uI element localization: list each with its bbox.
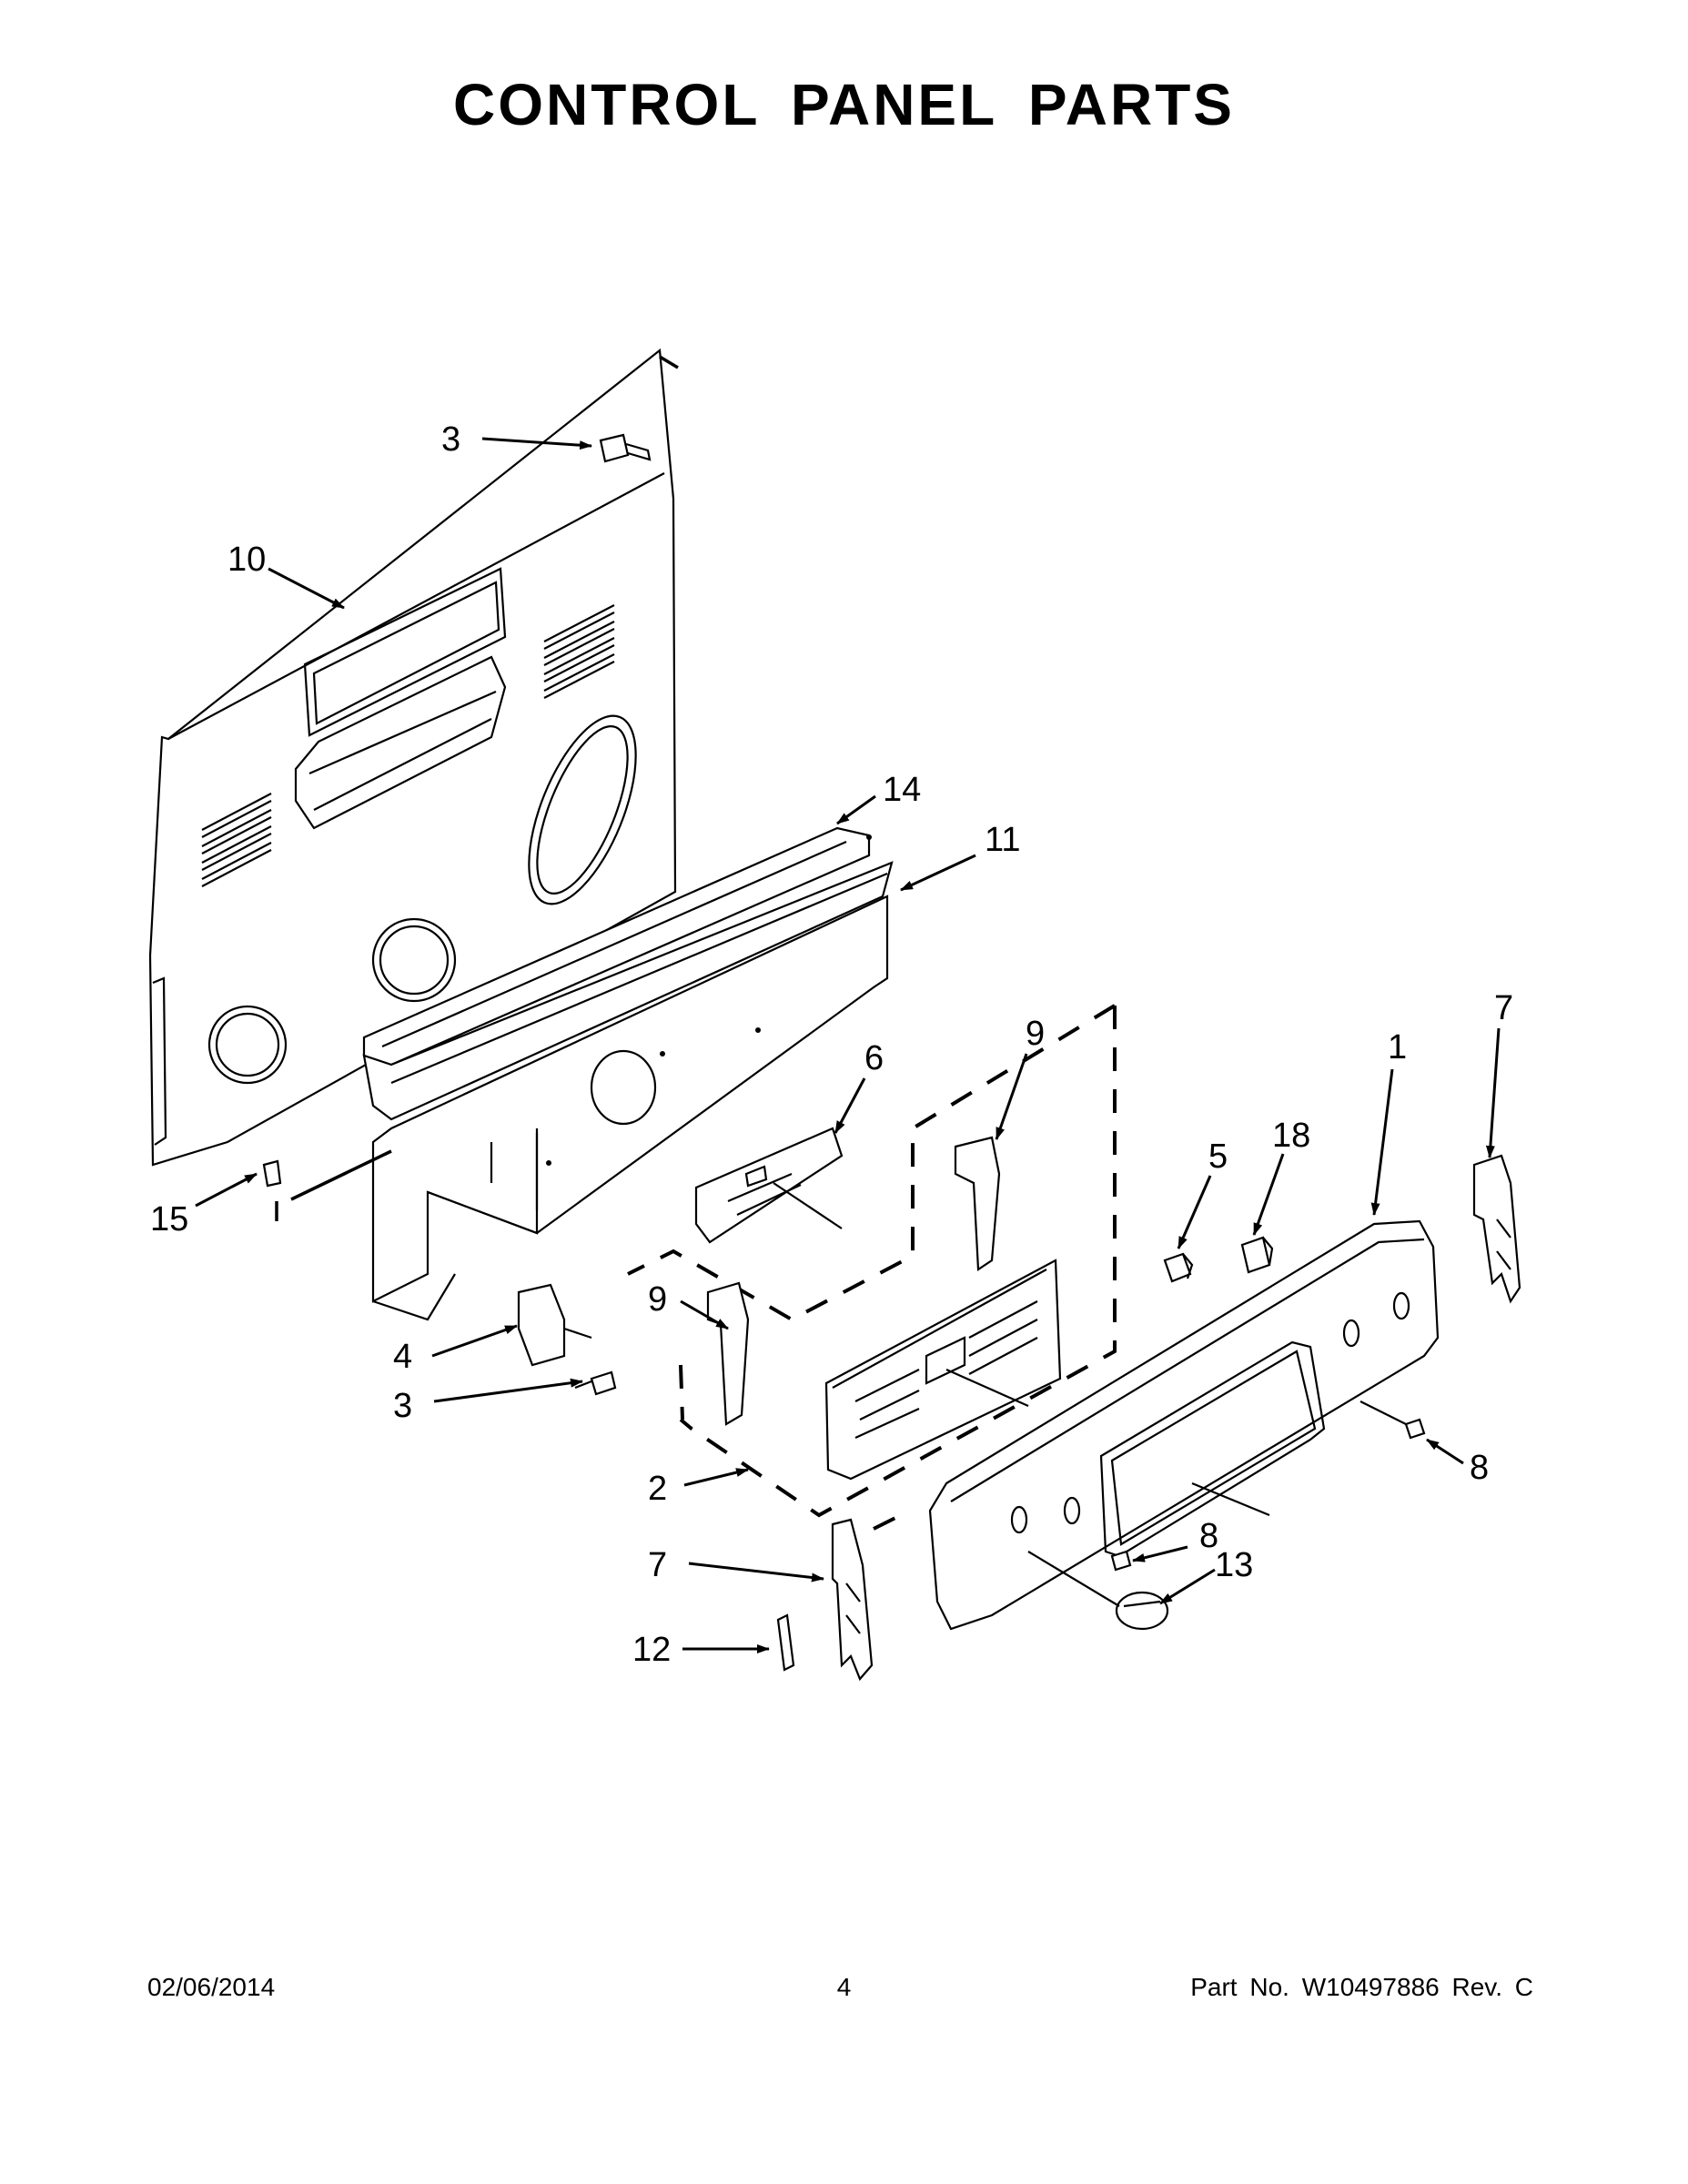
- page-title: CONTROL PANEL PARTS: [453, 72, 1235, 137]
- switch-screw: [574, 1370, 617, 1396]
- callout-8-bottom: 8: [1199, 1517, 1218, 1555]
- callout-9-right: 9: [1026, 1015, 1045, 1053]
- panel-screw-right: [1359, 1400, 1426, 1440]
- footer-page-number: 4: [836, 1973, 852, 2001]
- callout-18: 18: [1272, 1117, 1310, 1155]
- bracket-right: [954, 1136, 1001, 1271]
- control-panel-overlay: [824, 1259, 1062, 1481]
- end-cap-right: [1472, 1154, 1521, 1304]
- selector-switch: [517, 1283, 592, 1367]
- switch-18: [1240, 1236, 1274, 1274]
- electronic-control-board: [694, 1127, 844, 1244]
- callout-8-right: 8: [1470, 1449, 1489, 1487]
- callout-3-bottom: 3: [393, 1387, 412, 1425]
- callout-leaders: [195, 437, 1501, 1653]
- callout-10: 10: [227, 541, 266, 579]
- callout-7-left: 7: [648, 1546, 667, 1584]
- mounting-channel: [362, 826, 894, 1321]
- callout-1: 1: [1388, 1028, 1407, 1067]
- footer-date: 02/06/2014: [147, 1973, 276, 2001]
- switch-5: [1163, 1252, 1194, 1283]
- callout-2: 2: [648, 1470, 667, 1508]
- callout-3-top: 3: [441, 420, 460, 459]
- assembly-dashed-outline: [627, 1004, 1117, 1531]
- callout-11: 11: [985, 821, 1020, 859]
- screw-15: [262, 1149, 392, 1221]
- callout-9-left: 9: [648, 1280, 667, 1319]
- callout-15: 15: [150, 1200, 188, 1239]
- end-cap-left: [831, 1518, 874, 1682]
- control-knob: [1027, 1551, 1169, 1631]
- control-panel-main: [928, 1219, 1440, 1631]
- callout-14: 14: [883, 771, 921, 809]
- bracket-left: [706, 1281, 750, 1426]
- callout-4: 4: [393, 1338, 412, 1376]
- screw-top: [599, 355, 679, 463]
- callout-13: 13: [1215, 1546, 1253, 1584]
- footer-part-number: Part No. W10497886 Rev. C: [1190, 1973, 1533, 2001]
- callout-12: 12: [632, 1631, 671, 1669]
- callout-7-right: 7: [1494, 989, 1513, 1027]
- clip-12: [776, 1613, 795, 1672]
- panel-screw-bottom: [1110, 1550, 1132, 1572]
- callout-6: 6: [864, 1039, 884, 1077]
- callout-5: 5: [1208, 1138, 1228, 1176]
